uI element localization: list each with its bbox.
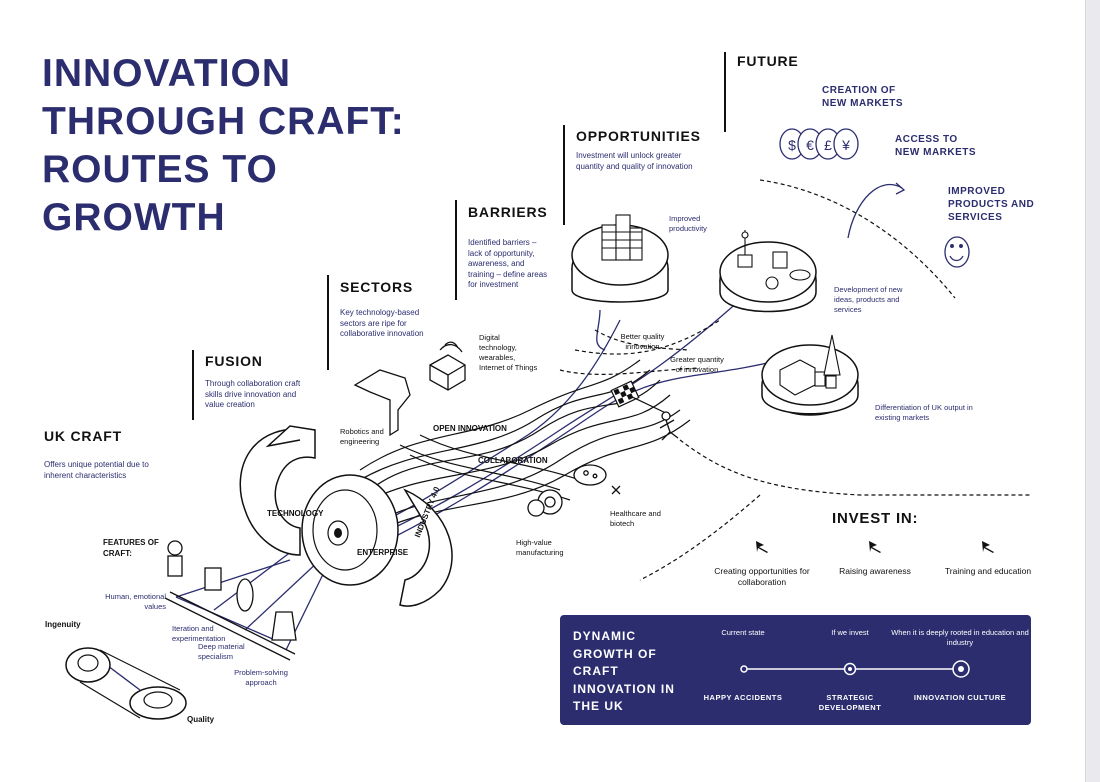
sector-robotics: Robotics and engineering: [340, 427, 384, 446]
growth-timeline: [740, 660, 970, 678]
heading-future: FUTURE: [737, 53, 799, 69]
state-if-invest: If we invest: [831, 628, 869, 637]
stage-strategic-development: STRATEGIC DEVELOPMENT: [818, 693, 882, 712]
barriers-description: Identified barriers – lack of opportunit…: [468, 238, 548, 289]
hub-collaboration: COLLABORATION: [478, 456, 548, 465]
sector-high-value: High-value manufacturing: [516, 538, 564, 557]
page-title: INNOVATION THROUGH CRAFT: ROUTES TO GROW…: [42, 50, 405, 242]
sectors-description: Key technology-based sectors are ripe fo…: [340, 308, 424, 338]
market-creation: CREATION OF NEW MARKETS: [822, 85, 904, 109]
invest-item-collaboration: Creating opportunities for collaboration: [714, 566, 810, 587]
smiley-icon: [944, 236, 970, 268]
heading-opportunities: OPPORTUNITIES: [576, 128, 701, 144]
stage-divider: [192, 350, 194, 420]
market-improved: IMPROVED PRODUCTS AND SERVICES: [948, 186, 1035, 223]
stage-divider: [563, 125, 565, 225]
outcome-differentiation: Differentiation of UK output in existing…: [875, 403, 973, 422]
stage-happy-accidents: HAPPY ACCIDENTS: [703, 693, 783, 702]
stage-divider: [455, 200, 457, 300]
technology-block: [239, 425, 316, 556]
uk-craft-description: Offers unique potential due to inherent …: [44, 460, 149, 480]
enterprise-disc: [301, 474, 399, 586]
outcome-productivity: Improved productivity: [669, 214, 707, 233]
invest-item-awareness: Raising awareness: [839, 566, 911, 576]
platform-productivity: [571, 214, 669, 303]
sector-digital: Digital technology, wearables, Internet …: [479, 333, 538, 372]
panel-title-line: THE UK: [573, 699, 624, 713]
industry-arc: [399, 488, 453, 607]
outcome-better-quality: Better quality innovation: [620, 332, 665, 351]
hub-technology: TECHNOLOGY: [267, 509, 324, 518]
panel-title-line: GROWTH OF: [573, 646, 657, 661]
market-arrow: [847, 182, 906, 239]
title-line: ROUTES TO: [42, 148, 278, 191]
heading-fusion: FUSION: [205, 353, 263, 369]
features-of-craft-label: FEATURES OF CRAFT:: [103, 538, 159, 558]
platform-differentiation: [761, 334, 859, 416]
invest-arrows: [756, 541, 994, 553]
market-access: ACCESS TO NEW MARKETS: [895, 134, 977, 158]
panel-title: DYNAMIC GROWTH OF CRAFT INNOVATION IN TH…: [573, 628, 675, 716]
checkered-flag: [610, 380, 671, 416]
stage-divider: [327, 275, 329, 370]
invest-item-training: Training and education: [944, 566, 1032, 576]
currency-coins: $ € £ ¥: [779, 128, 859, 160]
sector-icons: [353, 341, 621, 517]
state-current: Current state: [721, 628, 765, 637]
panel-title-line: CRAFT: [573, 664, 619, 678]
stage-divider: [724, 52, 726, 132]
feature-problem-solving: Problem-solving approach: [234, 668, 288, 687]
panel-title-line: INNOVATION IN: [573, 681, 675, 696]
currency-symbol: $: [788, 137, 796, 153]
heading-barriers: BARRIERS: [468, 204, 548, 220]
title-line: GROWTH: [42, 196, 226, 239]
currency-symbol: ¥: [841, 137, 850, 153]
fusion-description: Through collaboration craft skills drive…: [205, 379, 301, 409]
title-line: INNOVATION: [42, 52, 292, 95]
feature-quality: Quality: [187, 715, 215, 724]
currency-symbol: €: [806, 137, 814, 153]
platform-development: [719, 230, 817, 313]
opportunities-description: Investment will unlock greater quantity …: [576, 151, 693, 171]
panel-title-line: DYNAMIC: [573, 629, 636, 643]
stage-innovation-culture: INNOVATION CULTURE: [913, 693, 1007, 702]
feature-human-values: Human, emotional values: [105, 592, 166, 611]
invest-heading: INVEST IN:: [832, 510, 919, 527]
feature-ingenuity: Ingenuity: [45, 620, 81, 629]
feature-material-specialism: Deep material specialism: [198, 642, 245, 661]
state-deeply-rooted: When it is deeply rooted in education an…: [891, 628, 1029, 647]
heading-uk-craft: UK CRAFT: [44, 428, 122, 444]
viewer-scrollbar-gutter: [1085, 0, 1100, 782]
pulleys: [65, 647, 187, 720]
dashed-routes: [559, 179, 1030, 581]
hub-open-innovation: OPEN INNOVATION: [433, 424, 507, 433]
outcome-greater-quantity: Greater quantity of innovation: [670, 355, 724, 374]
braided-tubes: [359, 359, 691, 531]
outcome-development: Development of new ideas, products and s…: [834, 285, 903, 314]
runner-figure: [659, 411, 679, 441]
heading-sectors: SECTORS: [340, 279, 414, 295]
craft-tools: [164, 540, 297, 661]
dynamic-growth-panel: DYNAMIC GROWTH OF CRAFT INNOVATION IN TH…: [560, 615, 1031, 725]
currency-symbol: £: [824, 137, 832, 153]
feature-iteration: Iteration and experimentation: [172, 624, 226, 643]
title-line: THROUGH CRAFT:: [42, 100, 405, 143]
sector-healthcare: Healthcare and biotech: [610, 509, 661, 528]
hub-enterprise: ENTERPRISE: [357, 548, 409, 557]
